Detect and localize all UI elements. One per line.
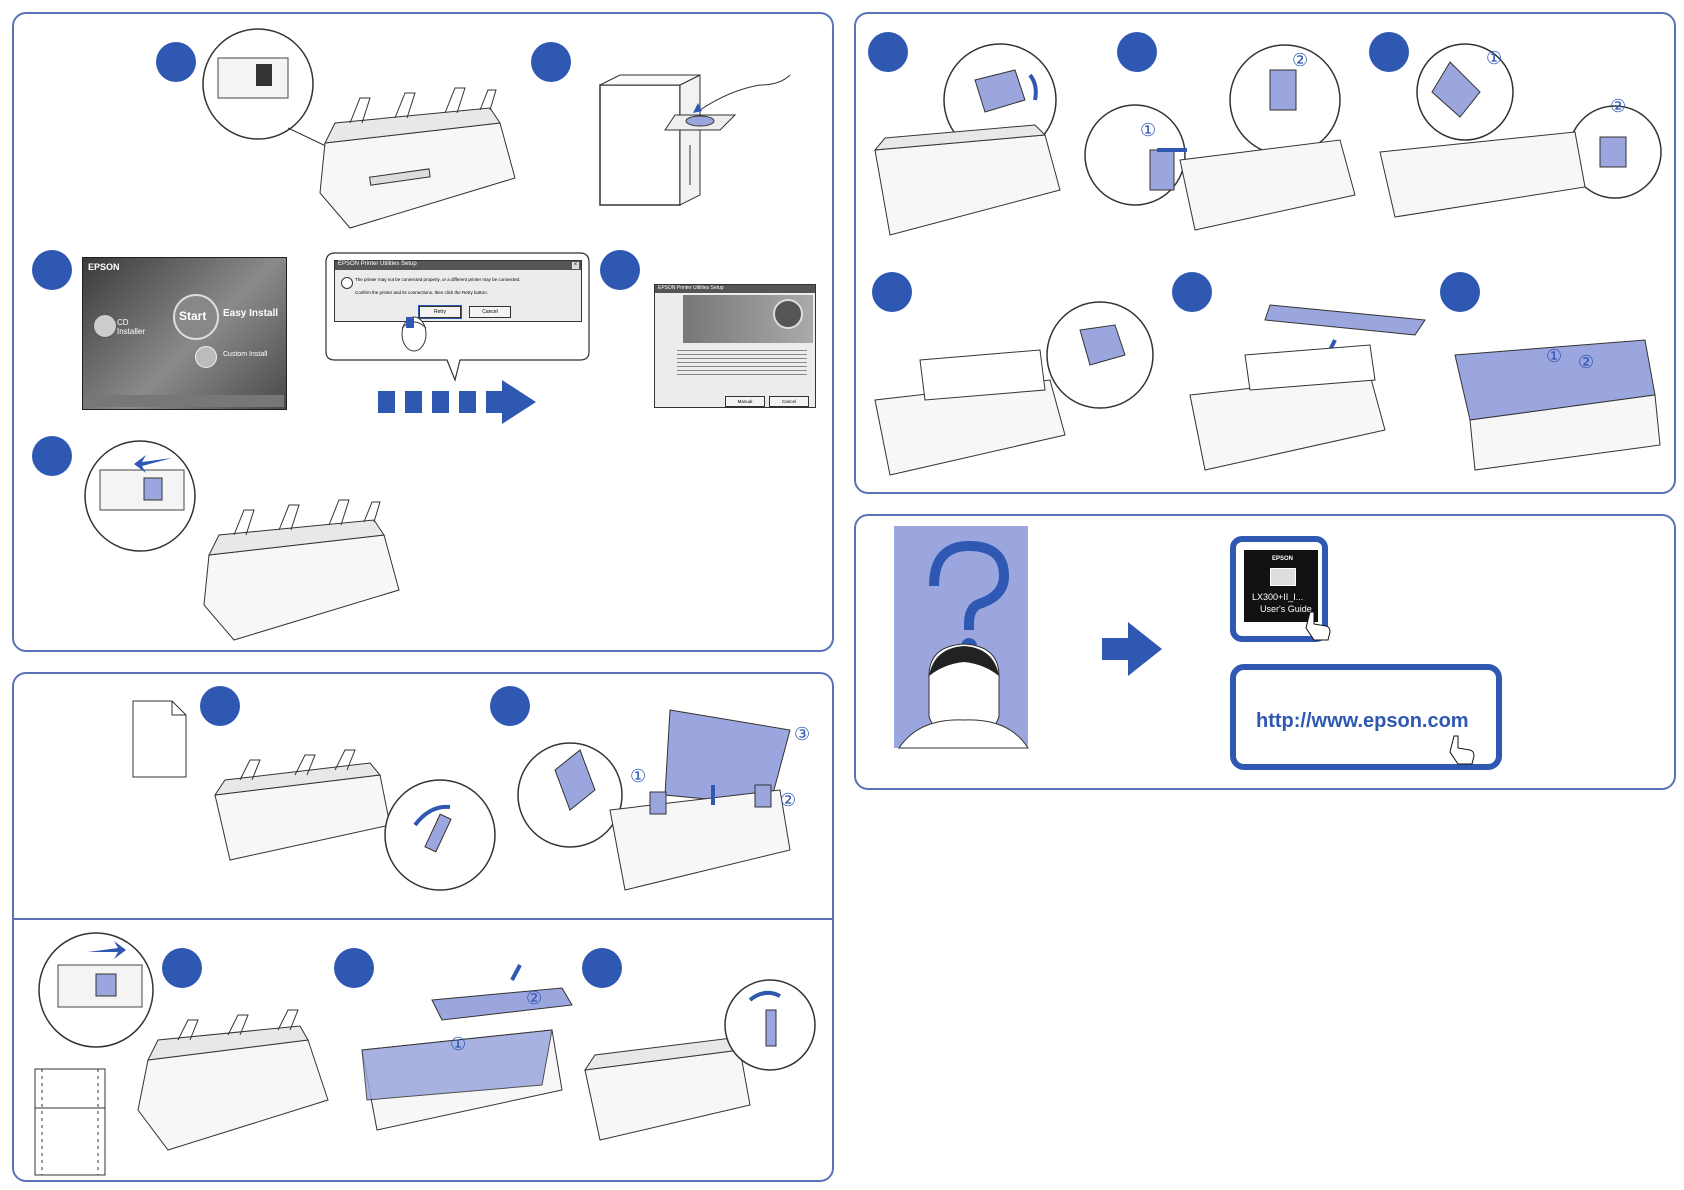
step-dot <box>872 272 912 312</box>
computer-cd-tray-illustration <box>599 74 791 206</box>
step-dot <box>531 42 571 82</box>
manual-button[interactable]: Manual <box>725 396 765 407</box>
step-mark-one: ① <box>1486 48 1503 68</box>
step-dot <box>582 948 622 988</box>
close-icon[interactable]: × <box>572 262 579 269</box>
step-dot <box>32 250 72 290</box>
printer-power-off-illustration <box>84 440 400 641</box>
sprocket-adjust-illustration <box>1084 44 1356 231</box>
step-mark-one: ① <box>1546 346 1563 366</box>
step-dot <box>1440 272 1480 312</box>
step-mark-two: ② <box>1578 352 1595 372</box>
cd-installer-label: CD Installer <box>117 318 146 336</box>
step-mark-one: ① <box>1140 120 1157 140</box>
epson-logo: EPSON <box>88 262 120 272</box>
paper-on-sprockets-illustration <box>1379 43 1662 218</box>
epson-website-link[interactable]: http://www.epson.com <box>1230 664 1502 770</box>
dialog-titlebar <box>335 261 581 270</box>
cd-icon <box>93 314 117 338</box>
paper-release-lever-illustration <box>213 749 496 891</box>
start-button[interactable]: Start <box>173 294 219 340</box>
users-guide-shortcut[interactable]: EPSON LX300+II_I... User's Guide <box>1230 536 1331 642</box>
printer-power-switch-illustration <box>202 28 516 229</box>
step-mark-two: ② <box>780 790 797 810</box>
guide-title: LX300+II_I... <box>1252 592 1304 602</box>
install-paper-guide-illustration <box>1189 304 1426 471</box>
single-sheet-icon <box>132 700 187 778</box>
printer-power-on-illustration <box>38 932 329 1151</box>
step-dot <box>32 436 72 476</box>
guide-icon-tile <box>1244 550 1318 622</box>
step-dot <box>1117 32 1157 72</box>
custom-install-label[interactable]: Custom Install <box>223 351 268 358</box>
confused-user-illustration <box>894 526 1029 749</box>
installer-window: EPSON CD Installer Start Easy Install Cu… <box>82 257 287 410</box>
power-icon <box>773 299 803 329</box>
step-dot <box>1369 32 1409 72</box>
installer-footer <box>85 395 284 407</box>
dialog-titlebar <box>655 285 815 293</box>
dashed-arrow-icon <box>378 380 536 424</box>
step-dot <box>490 686 530 726</box>
cancel-button[interactable]: Cancel <box>769 396 809 407</box>
guide-book-icon <box>1270 568 1296 586</box>
manual-text-block <box>677 347 807 377</box>
lock-sprocket-illustration <box>874 301 1154 476</box>
website-url[interactable]: http://www.epson.com <box>1256 710 1469 732</box>
step-dot <box>200 686 240 726</box>
step-mark-one: ① <box>450 1034 467 1054</box>
step-dot <box>600 250 640 290</box>
remove-paper-guide-illustration <box>361 964 573 1131</box>
continuous-paper-icon <box>34 1068 106 1176</box>
retry-button[interactable]: Retry <box>418 305 462 319</box>
step-mark-one: ① <box>630 766 647 786</box>
step-dot <box>868 32 908 72</box>
retry-dialog: EPSON Printer Utilities Setup × The prin… <box>334 260 582 322</box>
panel-divider <box>13 918 833 920</box>
sheet-loading-illustration <box>517 709 791 891</box>
guide-brand: EPSON <box>1272 556 1294 562</box>
step-mark-two: ② <box>526 988 543 1008</box>
step-mark-two: ② <box>1610 96 1627 116</box>
step-dot <box>1172 272 1212 312</box>
cancel-button[interactable]: Cancel <box>469 306 511 318</box>
tractor-lever-illustration <box>583 979 816 1141</box>
mouse-icon <box>401 316 427 352</box>
easy-install-label[interactable]: Easy Install <box>223 308 279 319</box>
info-icon <box>341 277 353 289</box>
custom-install-icon[interactable] <box>195 346 217 368</box>
pointer-hand-icon <box>1449 735 1475 765</box>
step-dot <box>334 948 374 988</box>
step-mark-three: ③ <box>794 724 811 744</box>
guide-subtitle: User's Guide <box>1260 604 1312 614</box>
step-dot <box>156 42 196 82</box>
arrow-right-icon <box>1102 622 1162 676</box>
step-dot <box>162 948 202 988</box>
pointer-hand-icon <box>1305 611 1331 641</box>
manual-dialog: EPSON Printer Utilities Setup Manual Can… <box>654 284 816 408</box>
step-mark-two: ② <box>1292 50 1309 70</box>
close-cover-illustration <box>1454 339 1661 471</box>
release-sprocket-illustration <box>873 43 1061 236</box>
